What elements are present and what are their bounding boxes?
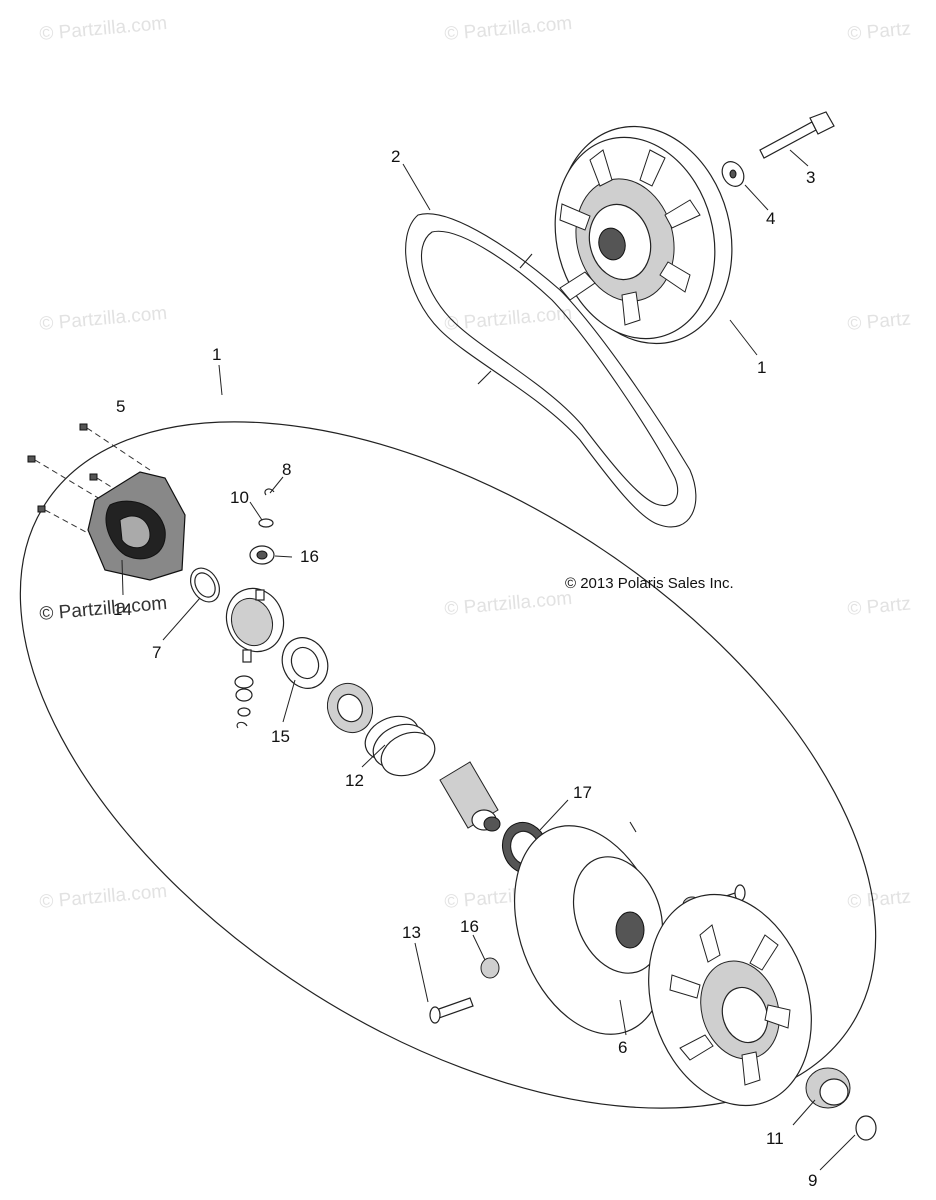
drive-belt [405, 213, 697, 528]
watermark: © Partz [847, 19, 912, 45]
watermark: © Partzilla.com [39, 13, 168, 45]
spider-hub [225, 587, 285, 663]
spring [364, 715, 436, 777]
callout-1-upper: 1 [757, 358, 766, 377]
leader-lines [121, 149, 856, 1171]
watermark: © Partzilla.com [444, 13, 573, 45]
roller-bushing [249, 545, 275, 565]
stationary-sheave [648, 893, 812, 1107]
watermark: © Partzilla.com [39, 303, 168, 335]
thrust-washer [326, 683, 374, 733]
assembly-outline-oval [19, 421, 877, 1109]
pivot-pin [429, 997, 474, 1024]
callout-14: 14 [113, 600, 132, 619]
clutch-sheave-top [554, 125, 733, 345]
callout-13: 13 [402, 923, 421, 942]
snap-ring [855, 1115, 877, 1141]
spring-seat [281, 637, 329, 689]
callout-6: 6 [618, 1038, 627, 1057]
watermark: © Partz [847, 594, 912, 620]
callout-15: 15 [271, 727, 290, 746]
callout-2: 2 [391, 147, 400, 166]
spider-cover [87, 471, 186, 581]
callout-labels: 2 3 4 1 1 5 8 10 16 14 7 15 12 17 13 16 … [113, 147, 817, 1190]
watermark: © Partz [847, 887, 912, 913]
callout-16-upper: 16 [300, 547, 319, 566]
watermark-dark: © Partzilla.com [39, 593, 168, 625]
moveable-sheave [513, 825, 667, 1035]
callout-11: 11 [766, 1129, 784, 1148]
watermark: © Partzilla.com [39, 881, 168, 913]
callout-5: 5 [116, 397, 125, 416]
bolt [759, 111, 835, 159]
callout-4: 4 [766, 209, 775, 228]
washer [721, 161, 745, 187]
bushing-lower [480, 957, 500, 979]
bearing [805, 1067, 851, 1109]
small-washer [258, 518, 274, 528]
callout-16-lower: 16 [460, 917, 479, 936]
callout-7: 7 [152, 643, 161, 662]
watermark: © Partzilla.com [444, 588, 573, 620]
callout-10: 10 [230, 488, 249, 507]
roller-stack [234, 675, 254, 729]
e-clip [264, 488, 275, 496]
clutch-shaft [439, 761, 501, 832]
callout-1-assembly: 1 [212, 345, 221, 364]
callout-9: 9 [808, 1171, 817, 1190]
callout-8: 8 [282, 460, 291, 479]
callout-3: 3 [806, 168, 815, 187]
retaining-ring [189, 567, 221, 603]
copyright-notice: © 2013 Polaris Sales Inc. [565, 575, 734, 592]
watermark: © Partz [847, 309, 912, 335]
callout-17: 17 [573, 783, 592, 802]
callout-12: 12 [345, 771, 364, 790]
